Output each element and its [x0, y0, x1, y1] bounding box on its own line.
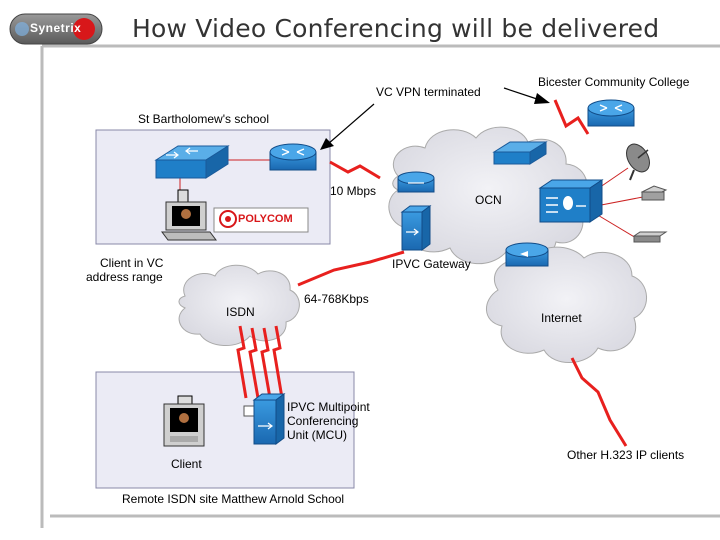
printer-icon	[640, 185, 668, 201]
isdn-cloud	[178, 264, 300, 347]
arrow-vc-vpn	[320, 103, 375, 150]
link-stbarts-ocn	[329, 160, 381, 180]
label-client-vc-1: Client in VC	[100, 256, 164, 270]
logo-text: Synetrix	[30, 21, 82, 35]
label-client: Client	[171, 457, 202, 471]
page-title: How Video Conferencing will be delivered	[132, 14, 660, 43]
router-stbarts-icon	[269, 143, 317, 171]
label-vc-vpn: VC VPN terminated	[376, 85, 481, 99]
label-isdn: ISDN	[226, 305, 255, 319]
label-mcu-1: IPVC Multipoint	[287, 400, 370, 414]
ipvc-gateway-icon	[400, 205, 432, 251]
wan-links	[297, 99, 628, 447]
label-remote-site: Remote ISDN site Matthew Arnold School	[122, 492, 345, 506]
vc-workstation-icon	[161, 189, 217, 241]
lan-switch-icon	[154, 145, 230, 179]
internet-router-icon	[505, 242, 549, 267]
label-client-vc-2: address range	[86, 270, 163, 284]
ocn-router-icon	[397, 171, 435, 193]
network-device-icon	[632, 231, 668, 243]
label-speed-64: 64-768Kbps	[304, 292, 369, 306]
label-st-barts: St Bartholomew's school	[138, 112, 270, 126]
ocn-switch-icon	[492, 141, 548, 165]
ocn-server-icon	[538, 179, 604, 223]
slide-frame	[40, 44, 720, 528]
label-polycom: POLYCOM	[238, 213, 293, 225]
synetrix-logo	[9, 13, 103, 45]
link-internet-other	[570, 357, 628, 447]
mcu-icon	[243, 393, 286, 445]
satellite-dish-icon	[626, 143, 650, 181]
remote-isdn-site-box	[95, 371, 355, 489]
label-internet: Internet	[541, 311, 582, 325]
label-ocn: OCN	[475, 193, 502, 207]
router-bicester-icon	[587, 99, 635, 127]
label-mcu-3: Unit (MCU)	[287, 428, 347, 442]
label-bicester: Bicester Community College	[538, 75, 690, 89]
isdn-bonded-links	[236, 325, 284, 399]
arrow-bicester	[503, 87, 550, 104]
link-bicester	[553, 99, 590, 135]
label-other-h323: Other H.323 IP clients	[567, 448, 685, 462]
isdn-client-icon	[163, 395, 205, 447]
link-gateway-isdn	[297, 250, 405, 287]
label-ipvc-gateway: IPVC Gateway	[392, 257, 471, 271]
label-speed-10: 10 Mbps	[330, 184, 377, 198]
label-mcu-2: Conferencing	[287, 414, 359, 428]
polycom-logo-box	[213, 207, 309, 233]
